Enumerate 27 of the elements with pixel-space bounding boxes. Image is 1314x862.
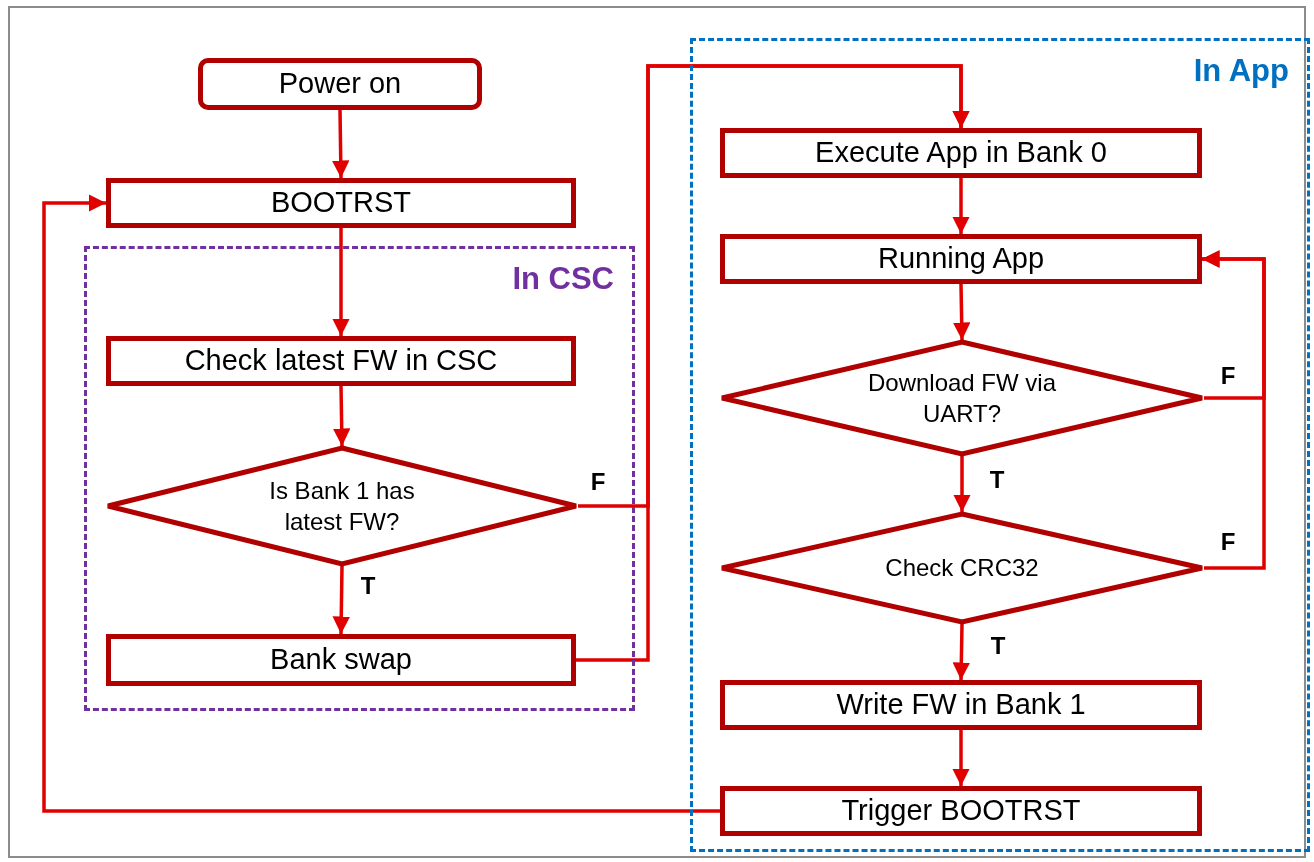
arrow	[952, 178, 970, 234]
decision-text: Check CRC32	[884, 553, 1040, 584]
process-box: Check latest FW in CSC	[106, 336, 576, 386]
process-box: Running App	[720, 234, 1202, 284]
arrow	[952, 623, 971, 681]
arrow	[332, 109, 350, 179]
arrow	[952, 283, 971, 341]
arrow	[332, 228, 350, 336]
arrow	[332, 565, 350, 635]
dashed-group-frame	[84, 246, 635, 711]
dashed-group-frame	[690, 38, 1310, 852]
process-box: Bank swap	[106, 634, 576, 686]
arrow	[1202, 250, 1266, 570]
process-box: Trigger BOOTRST	[720, 786, 1202, 836]
decision-text: Download FW via UART?	[867, 367, 1057, 429]
process-box: Write FW in Bank 1	[720, 680, 1202, 730]
arrow	[332, 385, 351, 447]
arrow	[42, 194, 720, 813]
group-title: In App	[1193, 53, 1289, 89]
arrow	[952, 730, 970, 786]
start-box: Power on	[198, 58, 482, 110]
arrow	[576, 64, 970, 662]
process-box: Execute App in Bank 0	[720, 128, 1202, 178]
process-box: BOOTRST	[106, 178, 576, 228]
decision-text: Is Bank 1 has latest FW?	[268, 475, 416, 537]
arrow	[953, 456, 971, 512]
group-title: In CSC	[512, 261, 614, 297]
